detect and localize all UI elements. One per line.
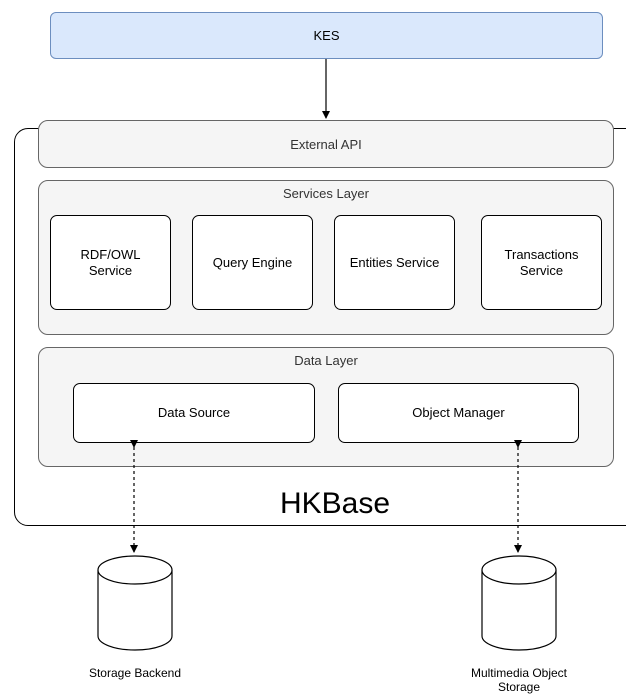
multimedia-storage-label: Multimedia Object Storage	[470, 666, 568, 694]
rdf-owl-service-box: RDF/OWL Service	[50, 215, 171, 310]
entities-service-box: Entities Service	[334, 215, 455, 310]
data-source-label: Data Source	[157, 405, 231, 420]
data-source-box: Data Source	[73, 383, 315, 443]
external-api-label: External API	[290, 136, 362, 152]
multimedia-storage-cylinder	[481, 555, 557, 651]
transactions-service-box: Transactions Service	[481, 215, 602, 310]
storage-backend-cylinder	[97, 555, 173, 651]
hkbase-label: HKBase	[280, 487, 391, 520]
query-engine-label: Query Engine	[212, 254, 293, 270]
kes-box: KES	[50, 12, 603, 59]
transactions-service-label: Transactions Service	[504, 246, 579, 278]
data-layer-title: Data Layer	[294, 353, 358, 368]
services-layer-title: Services Layer	[283, 186, 369, 201]
object-manager-box: Object Manager	[338, 383, 579, 443]
kes-label: KES	[313, 27, 340, 43]
rdf-owl-service-label: RDF/OWL Service	[80, 246, 141, 278]
entities-service-label: Entities Service	[349, 254, 440, 270]
external-api-box: External API	[38, 120, 614, 168]
storage-backend-label: Storage Backend	[88, 666, 182, 680]
query-engine-box: Query Engine	[192, 215, 313, 310]
object-manager-label: Object Manager	[412, 405, 505, 420]
